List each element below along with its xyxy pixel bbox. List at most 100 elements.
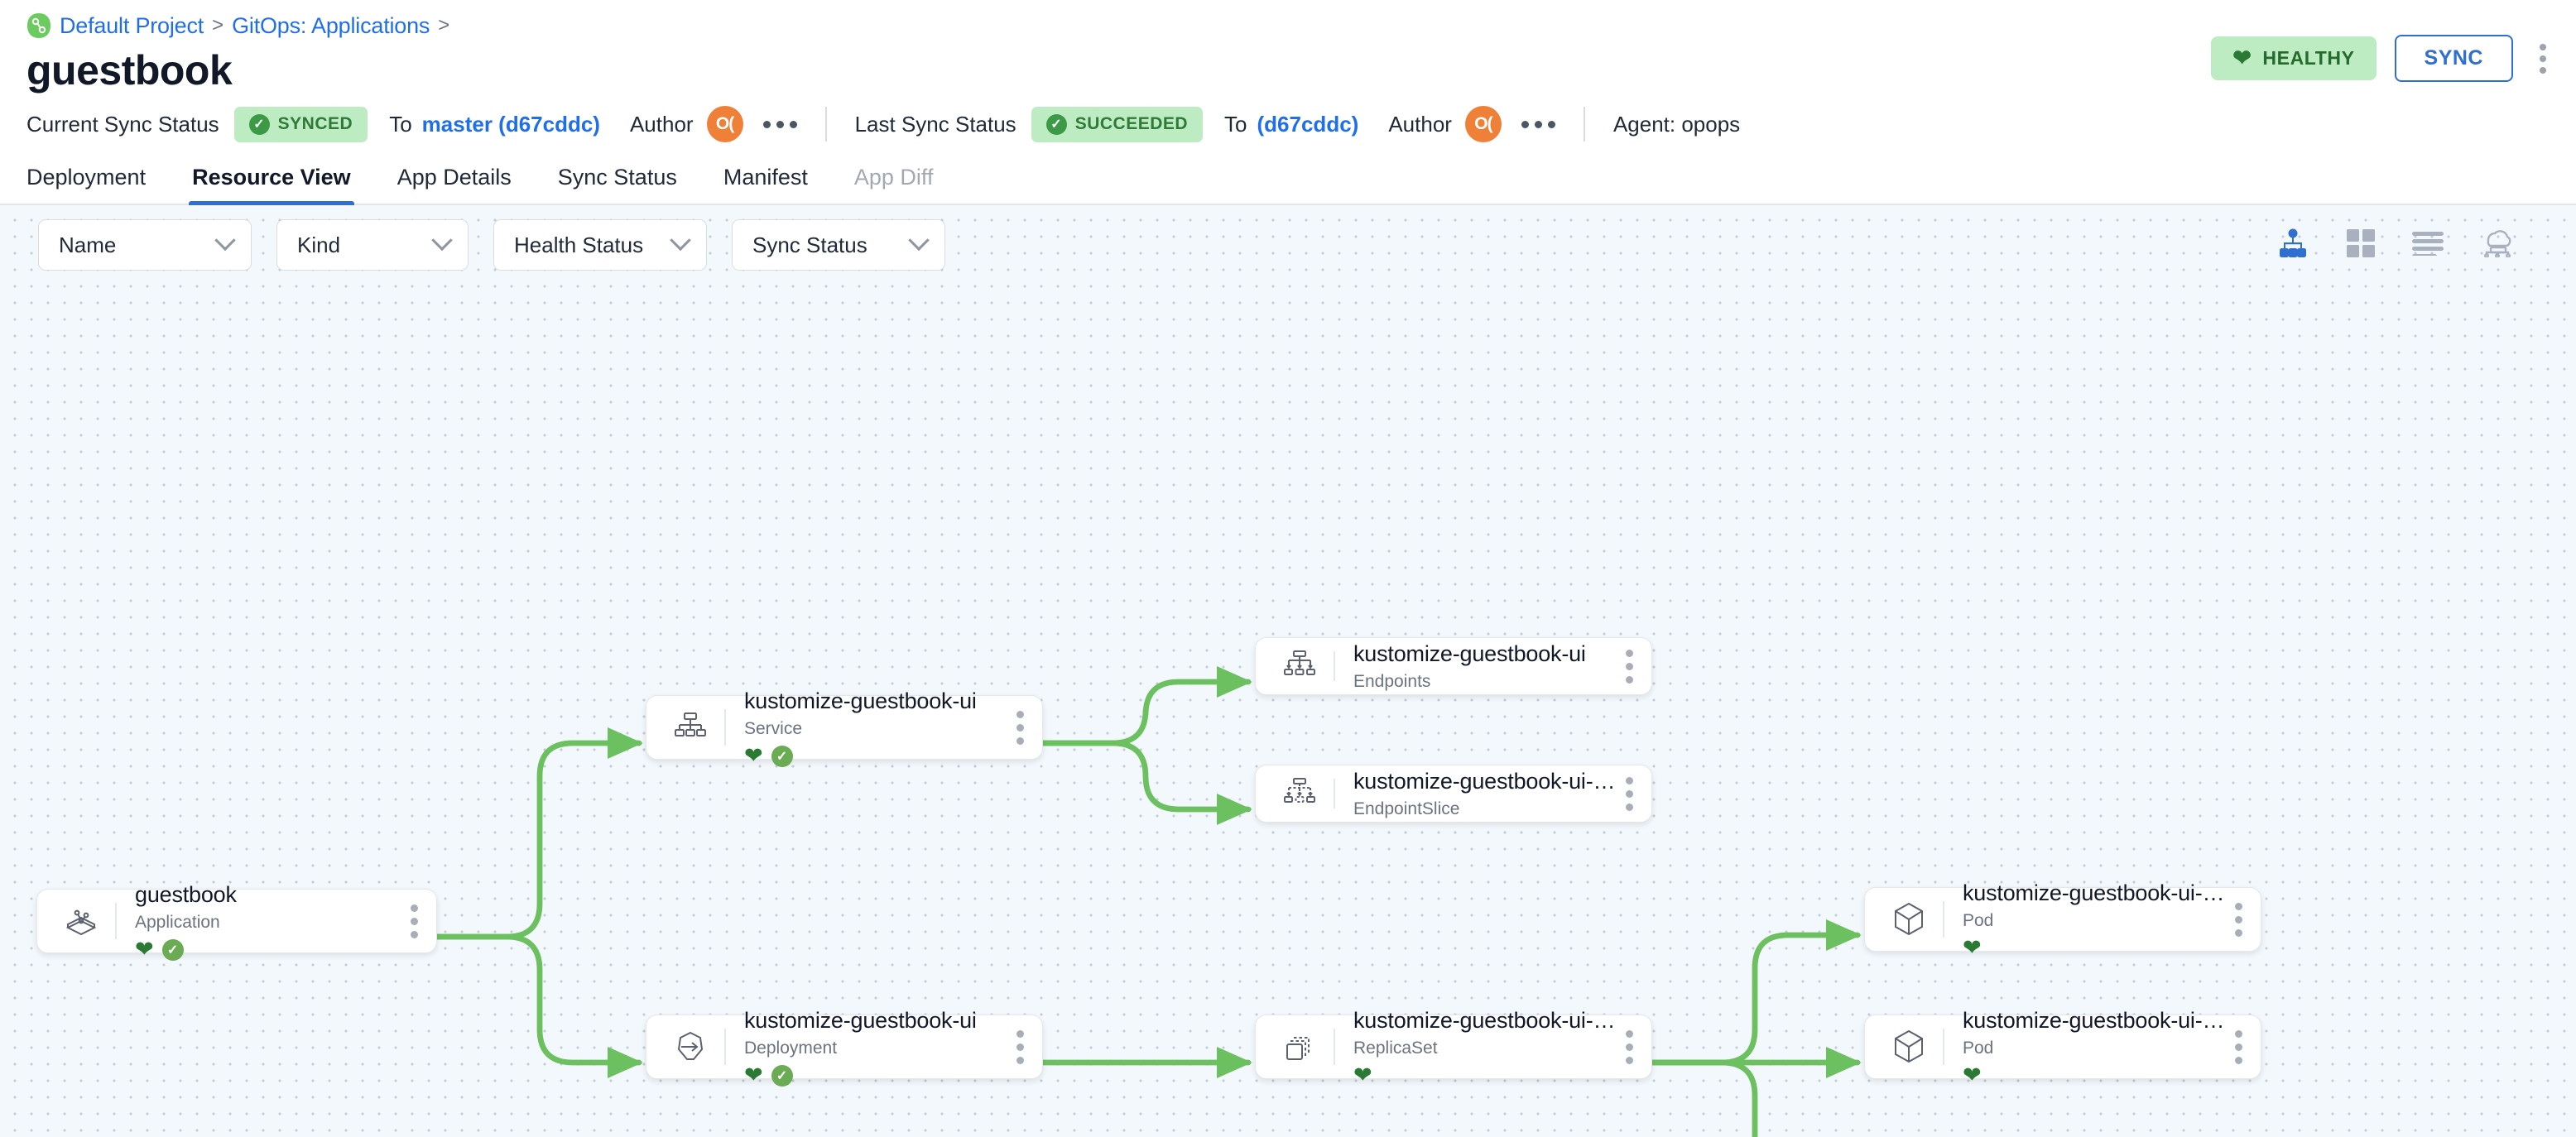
page-title: guestbook [26,47,233,94]
sync-status-strip: Current Sync Status ✓ SYNCED To master (… [0,94,2576,154]
check-circle-icon: ✓ [771,1064,793,1087]
node-name: guestbook [135,881,237,907]
filter-health-status[interactable]: Health Status [493,219,707,271]
dots-horizontal-icon[interactable] [762,120,797,128]
node-body: kustomize-guestbook-ui-… ReplicaSet ❤ [1335,1008,1616,1087]
current-revision-link[interactable]: master (d67cddc) [421,111,600,137]
node-menu-icon[interactable] [998,710,1042,745]
node-status-badges: ❤ [1353,1064,1599,1087]
node-body: kustomize-guestbook-ui-… Pod ❤ [1944,1008,2225,1087]
node-body: kustomize-guestbook-ui Service ❤ ✓ [726,688,998,767]
node-menu-icon[interactable] [1608,649,1651,684]
node-menu-icon[interactable] [392,904,436,938]
avatar: O( [1464,106,1502,142]
node-divider [1334,651,1335,681]
node-menu-icon[interactable] [998,1029,1042,1064]
divider [1583,107,1585,142]
page-header: Default Project > GitOps: Applications >… [0,0,2576,94]
breadcrumb-item-default-project[interactable]: Default Project [60,12,204,38]
replicaset-icon [1274,1029,1325,1064]
tab-manifest[interactable]: Manifest [723,165,808,190]
avatar: O( [706,106,743,142]
synced-pill-label: SYNCED [277,114,353,133]
resource-graph-canvas[interactable]: Name Kind Health Status Sync Status [0,205,2576,1137]
tab-resource-view[interactable]: Resource View [169,165,374,205]
network-view-icon[interactable] [2480,229,2515,261]
tab-sync-status[interactable]: Sync Status [557,165,677,190]
resource-node-deployment[interactable]: kustomize-guestbook-ui Deployment ❤ ✓ [646,1008,1043,1087]
breadcrumb-separator: > [212,14,224,36]
application-icon [55,903,107,939]
filter-name-label: Name [59,232,117,257]
status-badge-succeeded: ✓ SUCCEEDED [1031,106,1204,142]
node-body: kustomize-guestbook-ui Deployment ❤ ✓ [726,1008,998,1087]
status-badge-health: ❤ HEALTHY [2211,36,2377,80]
grid-view-icon[interactable] [2346,228,2376,262]
node-status-badges: ❤ ✓ [744,745,990,767]
tree-view-icon[interactable] [2276,228,2309,262]
resource-node-pod[interactable]: kustomize-guestbook-ui-… Pod ❤ [1864,880,2261,959]
dots-horizontal-icon[interactable] [1521,120,1555,128]
resource-node-replicaset[interactable]: kustomize-guestbook-ui-… ReplicaSet ❤ [1255,1008,1652,1087]
node-divider [1334,1029,1335,1065]
node-name: kustomize-guestbook-ui-… [1963,880,2225,905]
health-badge-label: HEALTHY [2262,47,2355,69]
filter-sync-label: Sync Status [752,232,867,257]
filter-kind-label: Kind [297,232,341,257]
filter-sync-status[interactable]: Sync Status [732,219,945,271]
tab-app-details[interactable]: App Details [396,165,512,190]
node-kind: EndpointSlice [1353,799,1460,818]
node-name: kustomize-guestbook-ui-… [1353,768,1616,794]
resource-node-service[interactable]: kustomize-guestbook-ui Service ❤ ✓ [646,688,1043,767]
node-name: kustomize-guestbook-ui [744,1007,977,1033]
node-body: kustomize-guestbook-ui Endpoints [1335,641,1608,692]
heart-icon: ❤ [1963,1063,1982,1087]
node-menu-icon[interactable] [1608,776,1651,811]
status-badge-synced: ✓ SYNCED [233,106,368,142]
node-body: guestbook Application ❤ ✓ [117,882,392,961]
tab-deployment[interactable]: Deployment [26,165,147,190]
node-divider [1943,1029,1944,1065]
resource-node-endpointslice[interactable]: kustomize-guestbook-ui-… EndpointSlice [1255,765,1652,823]
resource-node-application[interactable]: guestbook Application ❤ ✓ [36,882,437,961]
node-kind: Application [135,912,220,932]
node-divider [115,903,117,939]
node-divider [1943,901,1944,938]
endpoints-icon [1274,650,1325,683]
last-sync-status-label: Last Sync Status [854,111,1016,137]
node-menu-icon[interactable] [1608,1029,1651,1064]
heart-icon: ❤ [744,1063,763,1087]
resource-node-endpoints[interactable]: kustomize-guestbook-ui Endpoints [1255,637,1652,695]
node-body: kustomize-guestbook-ui-… EndpointSlice [1335,769,1616,819]
graph-toolbar: Name Kind Health Status Sync Status [0,205,2576,285]
node-menu-icon[interactable] [2217,902,2261,937]
kebab-vertical-icon[interactable] [2531,39,2554,79]
breadcrumb-item-gitops-applications[interactable]: GitOps: Applications [232,12,430,38]
last-to-label: To [1224,111,1247,137]
node-kind: ReplicaSet [1353,1038,1438,1058]
node-kind: Pod [1963,910,1994,930]
last-revision-link[interactable]: (d67cddc) [1257,111,1359,137]
check-circle-icon: ✓ [771,745,793,767]
current-sync-status-label: Current Sync Status [26,111,219,137]
resource-node-pod[interactable]: kustomize-guestbook-ui-… Pod ❤ [1864,1008,2261,1087]
node-status-badges: ❤ ✓ [744,1063,990,1087]
filter-name[interactable]: Name [38,219,252,271]
heart-icon: ❤ [135,937,154,962]
heart-icon: ❤ [2232,46,2252,70]
node-kind: Deployment [744,1038,838,1058]
divider [824,107,827,142]
node-name: kustomize-guestbook-ui-… [1353,1007,1616,1033]
tab-bar: Deployment Resource View App Details Syn… [0,154,2576,205]
node-name: kustomize-guestbook-ui-… [1963,1007,2225,1033]
sync-button[interactable]: SYNC [2394,35,2513,82]
node-menu-icon[interactable] [2217,1029,2261,1064]
agent-label: Agent: opops [1612,111,1741,137]
breadcrumb: Default Project > GitOps: Applications > [26,0,2550,38]
check-circle-icon: ✓ [1045,113,1067,135]
filter-kind[interactable]: Kind [276,219,469,271]
node-status-badges: ❤ [1963,937,2208,959]
check-circle-icon: ✓ [248,113,270,135]
list-view-icon[interactable] [2412,231,2444,260]
